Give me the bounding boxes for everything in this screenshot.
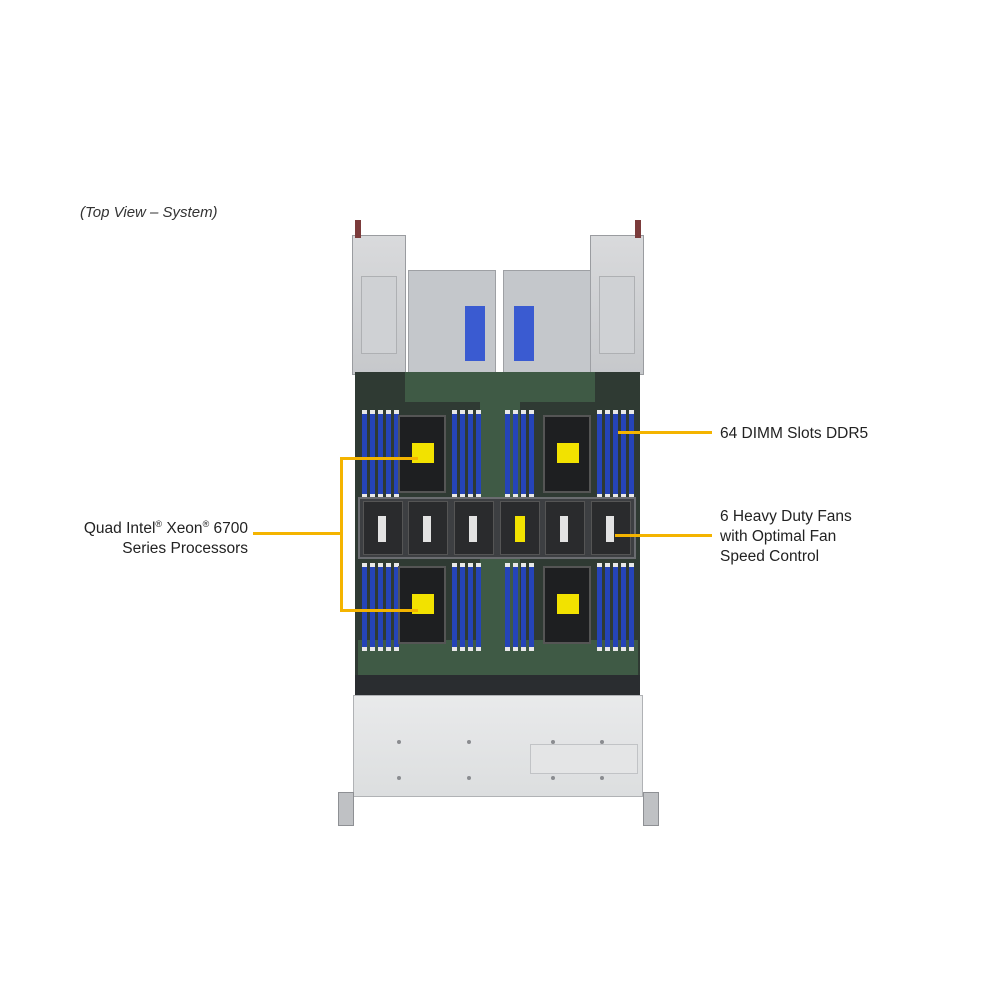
rack-ear-right	[643, 792, 659, 826]
processor-leader-top	[340, 457, 418, 460]
dimm-leader	[618, 431, 712, 434]
fan	[454, 501, 495, 555]
fan-callout: 6 Heavy Duty Fans with Optimal Fan Speed…	[720, 508, 852, 565]
dimm-bank	[362, 563, 399, 651]
processor-bracket	[340, 457, 343, 611]
cpu-socket	[398, 415, 446, 493]
psu-right	[590, 220, 644, 375]
dimm-bank	[597, 410, 634, 498]
cpu-socket	[543, 566, 591, 644]
psu-left	[352, 220, 406, 375]
processor-leader	[253, 532, 341, 535]
fan-leader	[615, 534, 712, 537]
fan	[408, 501, 449, 555]
dimm-bank	[362, 410, 399, 498]
fan	[362, 501, 403, 555]
dimm-bank	[505, 563, 534, 651]
drive-backplane	[355, 675, 640, 697]
dimm-bank	[505, 410, 534, 498]
dimm-bank	[452, 563, 481, 651]
front-panel	[353, 695, 643, 797]
view-caption: (Top View – System)	[80, 204, 218, 221]
dimm-callout: 64 DIMM Slots DDR5	[720, 425, 869, 442]
fan	[545, 501, 586, 555]
dimm-bank	[597, 563, 634, 651]
processor-callout: Quad Intel® Xeon® 6700 Series Processors	[83, 519, 248, 557]
dimm-bank	[452, 410, 481, 498]
fan	[499, 501, 540, 555]
processor-leader-bottom	[340, 609, 418, 612]
cpu-socket	[398, 566, 446, 644]
fan	[591, 501, 632, 555]
rack-ear-left	[338, 792, 354, 826]
fan-tray	[358, 497, 636, 559]
cpu-socket	[543, 415, 591, 493]
